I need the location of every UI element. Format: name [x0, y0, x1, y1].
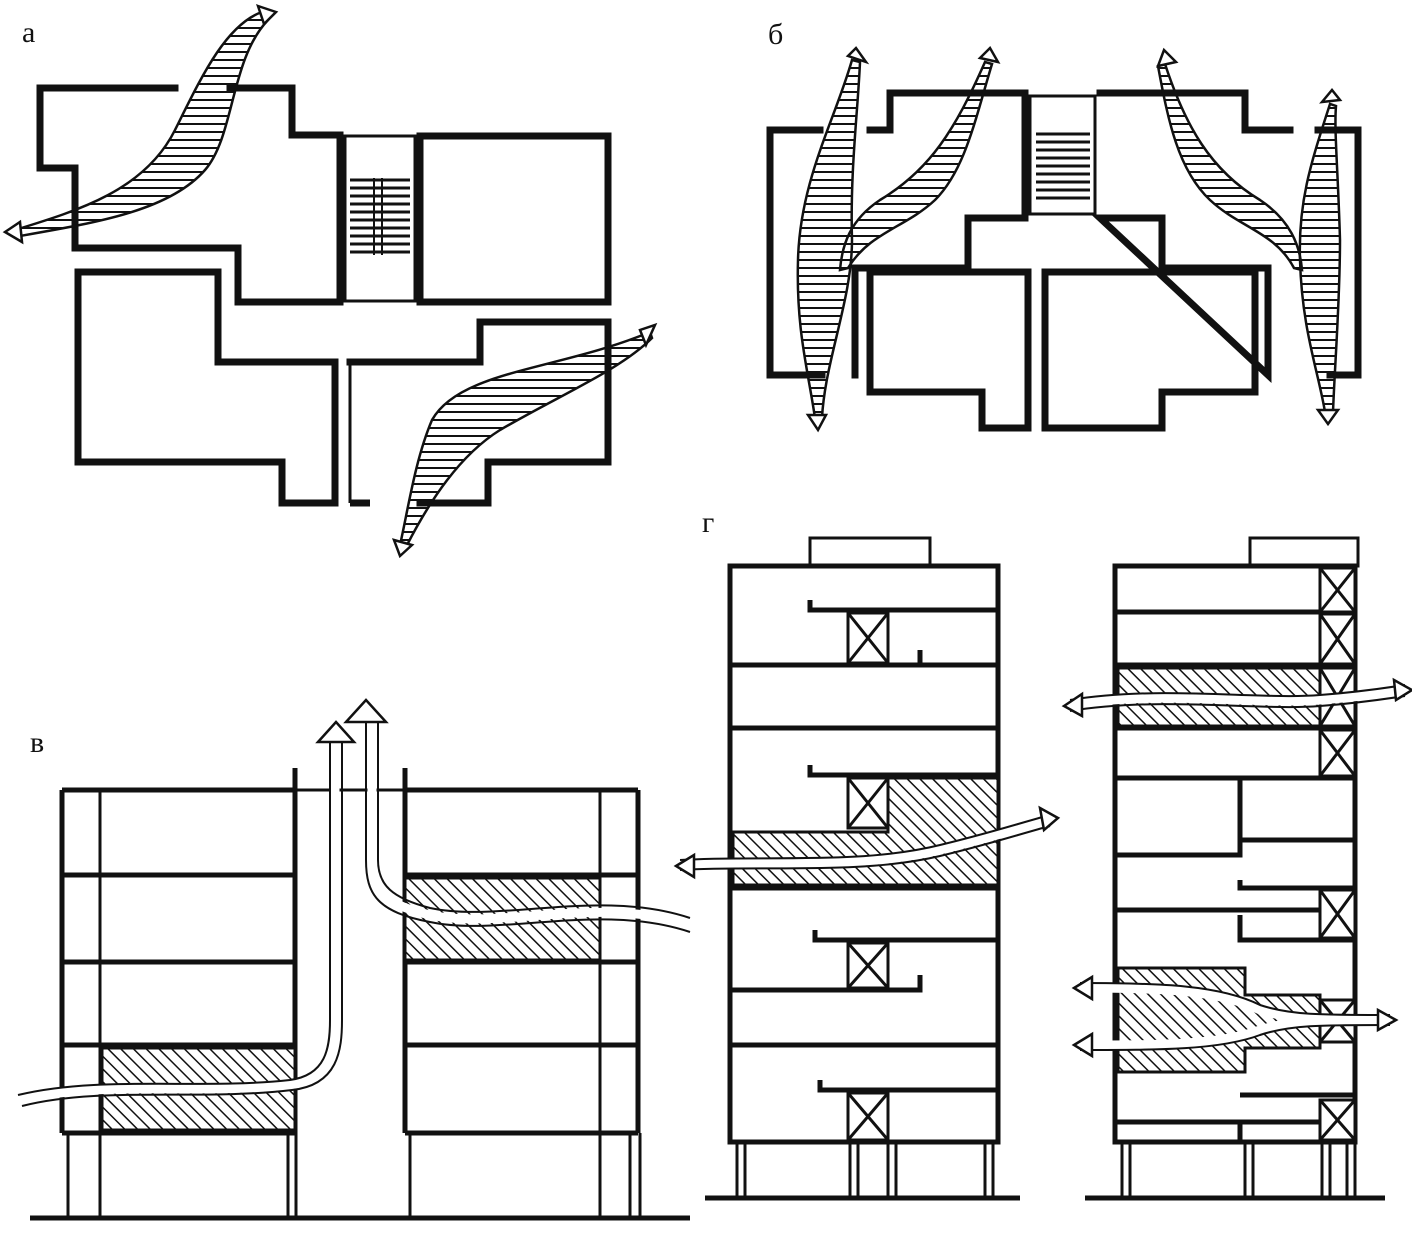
g-right-arrowhead-lower-left-1 [1071, 974, 1094, 1002]
plan-a-room-bottom-left [74, 268, 339, 507]
v-flow-outline-right-b [365, 720, 691, 933]
g-left-arrowhead-left [673, 852, 696, 880]
plan-b-arrowhead-5 [1319, 88, 1343, 104]
panel-label-a: а [22, 16, 36, 49]
panel-b-floor-plan [766, 45, 1362, 433]
panel-label-b: б [768, 18, 784, 51]
panel-g-section-right [1061, 536, 1412, 1201]
plan-a-room-top-left [36, 84, 344, 306]
plan-a-stair-cell [343, 134, 417, 303]
plan-b-stair-cell [1028, 94, 1097, 216]
plan-a-room-top-right [416, 132, 612, 306]
panel-a-floor-plan [2, 4, 658, 559]
panel-g-section-left [673, 536, 1061, 1201]
plan-b-arrowhead-2 [977, 45, 1001, 64]
plan-b-stairs [1036, 132, 1090, 200]
g-right-arrowhead-upper-right [1392, 677, 1412, 703]
plan-b-arrowhead-4 [1156, 47, 1179, 68]
plan-a-stairs [350, 178, 410, 255]
v-left-block [59, 768, 298, 1218]
plan-b-smoke-flow-right-b [1298, 102, 1342, 414]
plan-b-arrowhead-1 [845, 46, 870, 65]
panel-label-g: г [702, 506, 715, 539]
v-flow-outline-left-b [21, 740, 343, 1107]
panel-label-v: в [30, 726, 45, 759]
g-right-arrowhead-lower-right [1376, 1007, 1399, 1033]
v-right-block [402, 768, 642, 1218]
v-flow-gap-left [15, 735, 340, 1105]
plan-a-arrowhead-left [2, 219, 24, 245]
g-right-arrowhead-lower-left-2 [1071, 1031, 1094, 1059]
v-flow-outline-left-a [17, 740, 331, 1096]
plan-b-smoke-flow-right-a [1156, 62, 1304, 272]
plan-b-room-bottom-left [866, 268, 1032, 432]
plan-a-smoke-flow-upper [12, 10, 270, 238]
g-left-arrowhead-right [1038, 805, 1061, 833]
plan-b-arrowhead-6 [1315, 408, 1341, 427]
g-right-arrowhead-upper-left [1061, 691, 1084, 719]
g-right-roof-box [1248, 536, 1360, 568]
plan-b-smoke-flow-left-b [838, 60, 994, 272]
plan-b-room-bottom-right [1041, 268, 1259, 432]
v-arrowhead-right-up [343, 698, 389, 724]
v-arrowhead-left-up [315, 720, 357, 744]
v-flow-gap-right [367, 715, 695, 930]
v-flow-outline-right-a [377, 720, 691, 919]
plan-a-arrowhead-right [638, 322, 658, 349]
plan-b-arrowhead-3 [805, 413, 829, 433]
panel-v-section [15, 698, 695, 1221]
plan-a-arrowhead-down [391, 538, 415, 559]
plan-b-outer-left [766, 89, 1029, 379]
plan-a-arrowhead-up [256, 4, 279, 27]
g-left-roof-box [808, 536, 932, 568]
